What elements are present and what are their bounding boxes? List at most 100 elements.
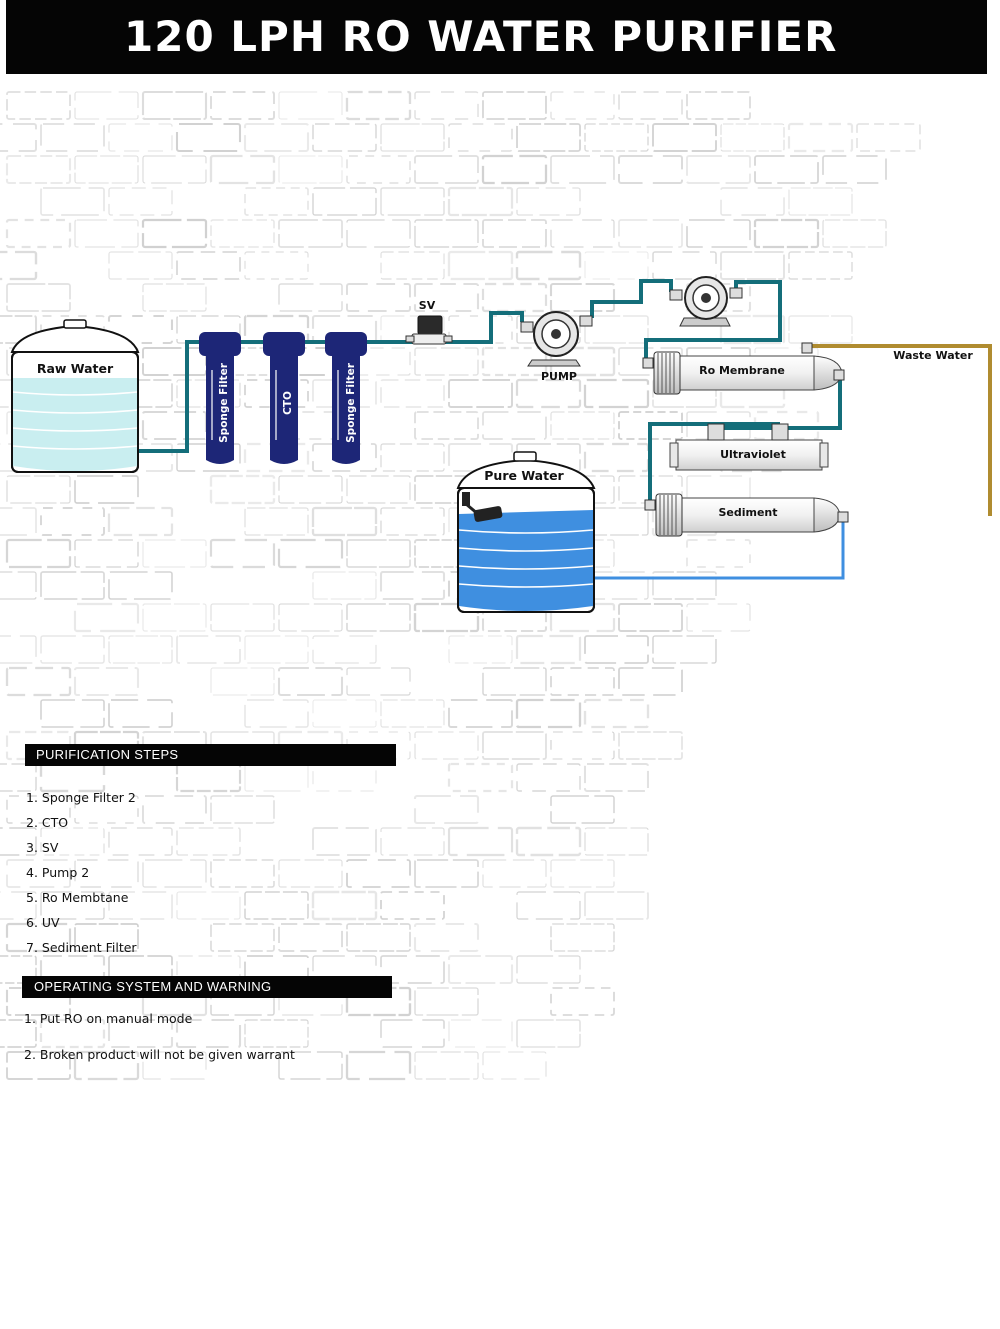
brick (142, 795, 207, 824)
brick (210, 91, 275, 120)
brick (584, 827, 649, 856)
brick (447, 250, 514, 281)
brick (550, 667, 615, 696)
brick (5, 666, 72, 697)
brick (413, 922, 480, 953)
brick (107, 1018, 174, 1049)
brick (346, 667, 411, 696)
brick (40, 699, 105, 728)
filter-label-1: Sponge Filter (218, 362, 230, 443)
brick (277, 666, 344, 697)
brick (142, 283, 207, 312)
brick (346, 859, 411, 888)
brick (108, 827, 173, 856)
brick (720, 187, 785, 216)
brick (209, 538, 276, 569)
brick (0, 827, 37, 856)
brick (278, 155, 343, 184)
brick (380, 251, 445, 280)
brick (5, 986, 72, 1017)
brick (74, 859, 139, 888)
brick (176, 891, 241, 920)
brick (550, 859, 615, 888)
brick (686, 603, 751, 632)
brick (414, 539, 479, 568)
brick (380, 187, 445, 216)
brick (482, 859, 547, 888)
brick (583, 762, 650, 793)
brick (40, 123, 105, 152)
brick (210, 859, 275, 888)
list-item: 6. UV (26, 915, 60, 930)
brick (414, 859, 479, 888)
brick (6, 475, 71, 504)
brick (482, 411, 547, 440)
brick (346, 923, 411, 952)
pure-water-tank (456, 451, 596, 613)
brick (380, 123, 445, 152)
brick (447, 826, 514, 857)
brick (720, 251, 785, 280)
brick (244, 187, 309, 216)
brick (176, 827, 241, 856)
brick (550, 795, 615, 824)
brick (652, 251, 717, 280)
brick (210, 667, 275, 696)
brick (414, 219, 479, 248)
brick (754, 155, 819, 184)
brick (0, 571, 37, 600)
brick (312, 187, 377, 216)
pump2-to-membrane-pipe (644, 280, 782, 360)
brick (244, 699, 309, 728)
brick (448, 1019, 513, 1048)
brick (584, 123, 649, 152)
brick (0, 123, 37, 152)
brick (312, 955, 377, 984)
brick (414, 731, 479, 760)
brick (379, 570, 446, 601)
brick (107, 506, 174, 537)
brick (244, 635, 309, 664)
brick (312, 763, 377, 792)
brick (244, 379, 309, 408)
brick (380, 507, 445, 536)
brick (6, 283, 71, 312)
brick (516, 1019, 581, 1048)
brick (73, 1050, 140, 1081)
brick (686, 219, 751, 248)
brick (413, 282, 480, 313)
brick (686, 539, 751, 568)
brick (549, 282, 616, 313)
brick (788, 315, 853, 344)
brick (74, 475, 139, 504)
brick (5, 218, 72, 249)
brick (312, 123, 377, 152)
brick (550, 411, 615, 440)
brick (244, 507, 309, 536)
brick (822, 155, 887, 184)
brick (584, 635, 649, 664)
ro-flow-diagram: Raw Water Sponge Filter CTO Sponge Filte… (10, 276, 992, 613)
purification-steps-list: 1. Sponge Filter 2 2. CTO 3. SV 4. Pump … (26, 789, 137, 964)
brick (40, 635, 105, 664)
brick (107, 314, 174, 345)
brick (278, 475, 343, 504)
inlet-pipe (138, 340, 205, 453)
filter-housing-2 (263, 332, 305, 464)
brick (720, 123, 785, 152)
brick (40, 891, 105, 920)
brick (482, 219, 547, 248)
brick (481, 154, 548, 185)
brick (787, 122, 854, 153)
brick (380, 955, 445, 984)
brick (175, 762, 242, 793)
brick (413, 794, 480, 825)
brick (142, 1051, 207, 1080)
ultraviolet-chamber (669, 423, 829, 471)
brick (414, 1051, 479, 1080)
brick (312, 379, 377, 408)
brick (346, 539, 411, 568)
brick (0, 763, 37, 792)
brick (618, 731, 683, 760)
brick (175, 1018, 242, 1049)
